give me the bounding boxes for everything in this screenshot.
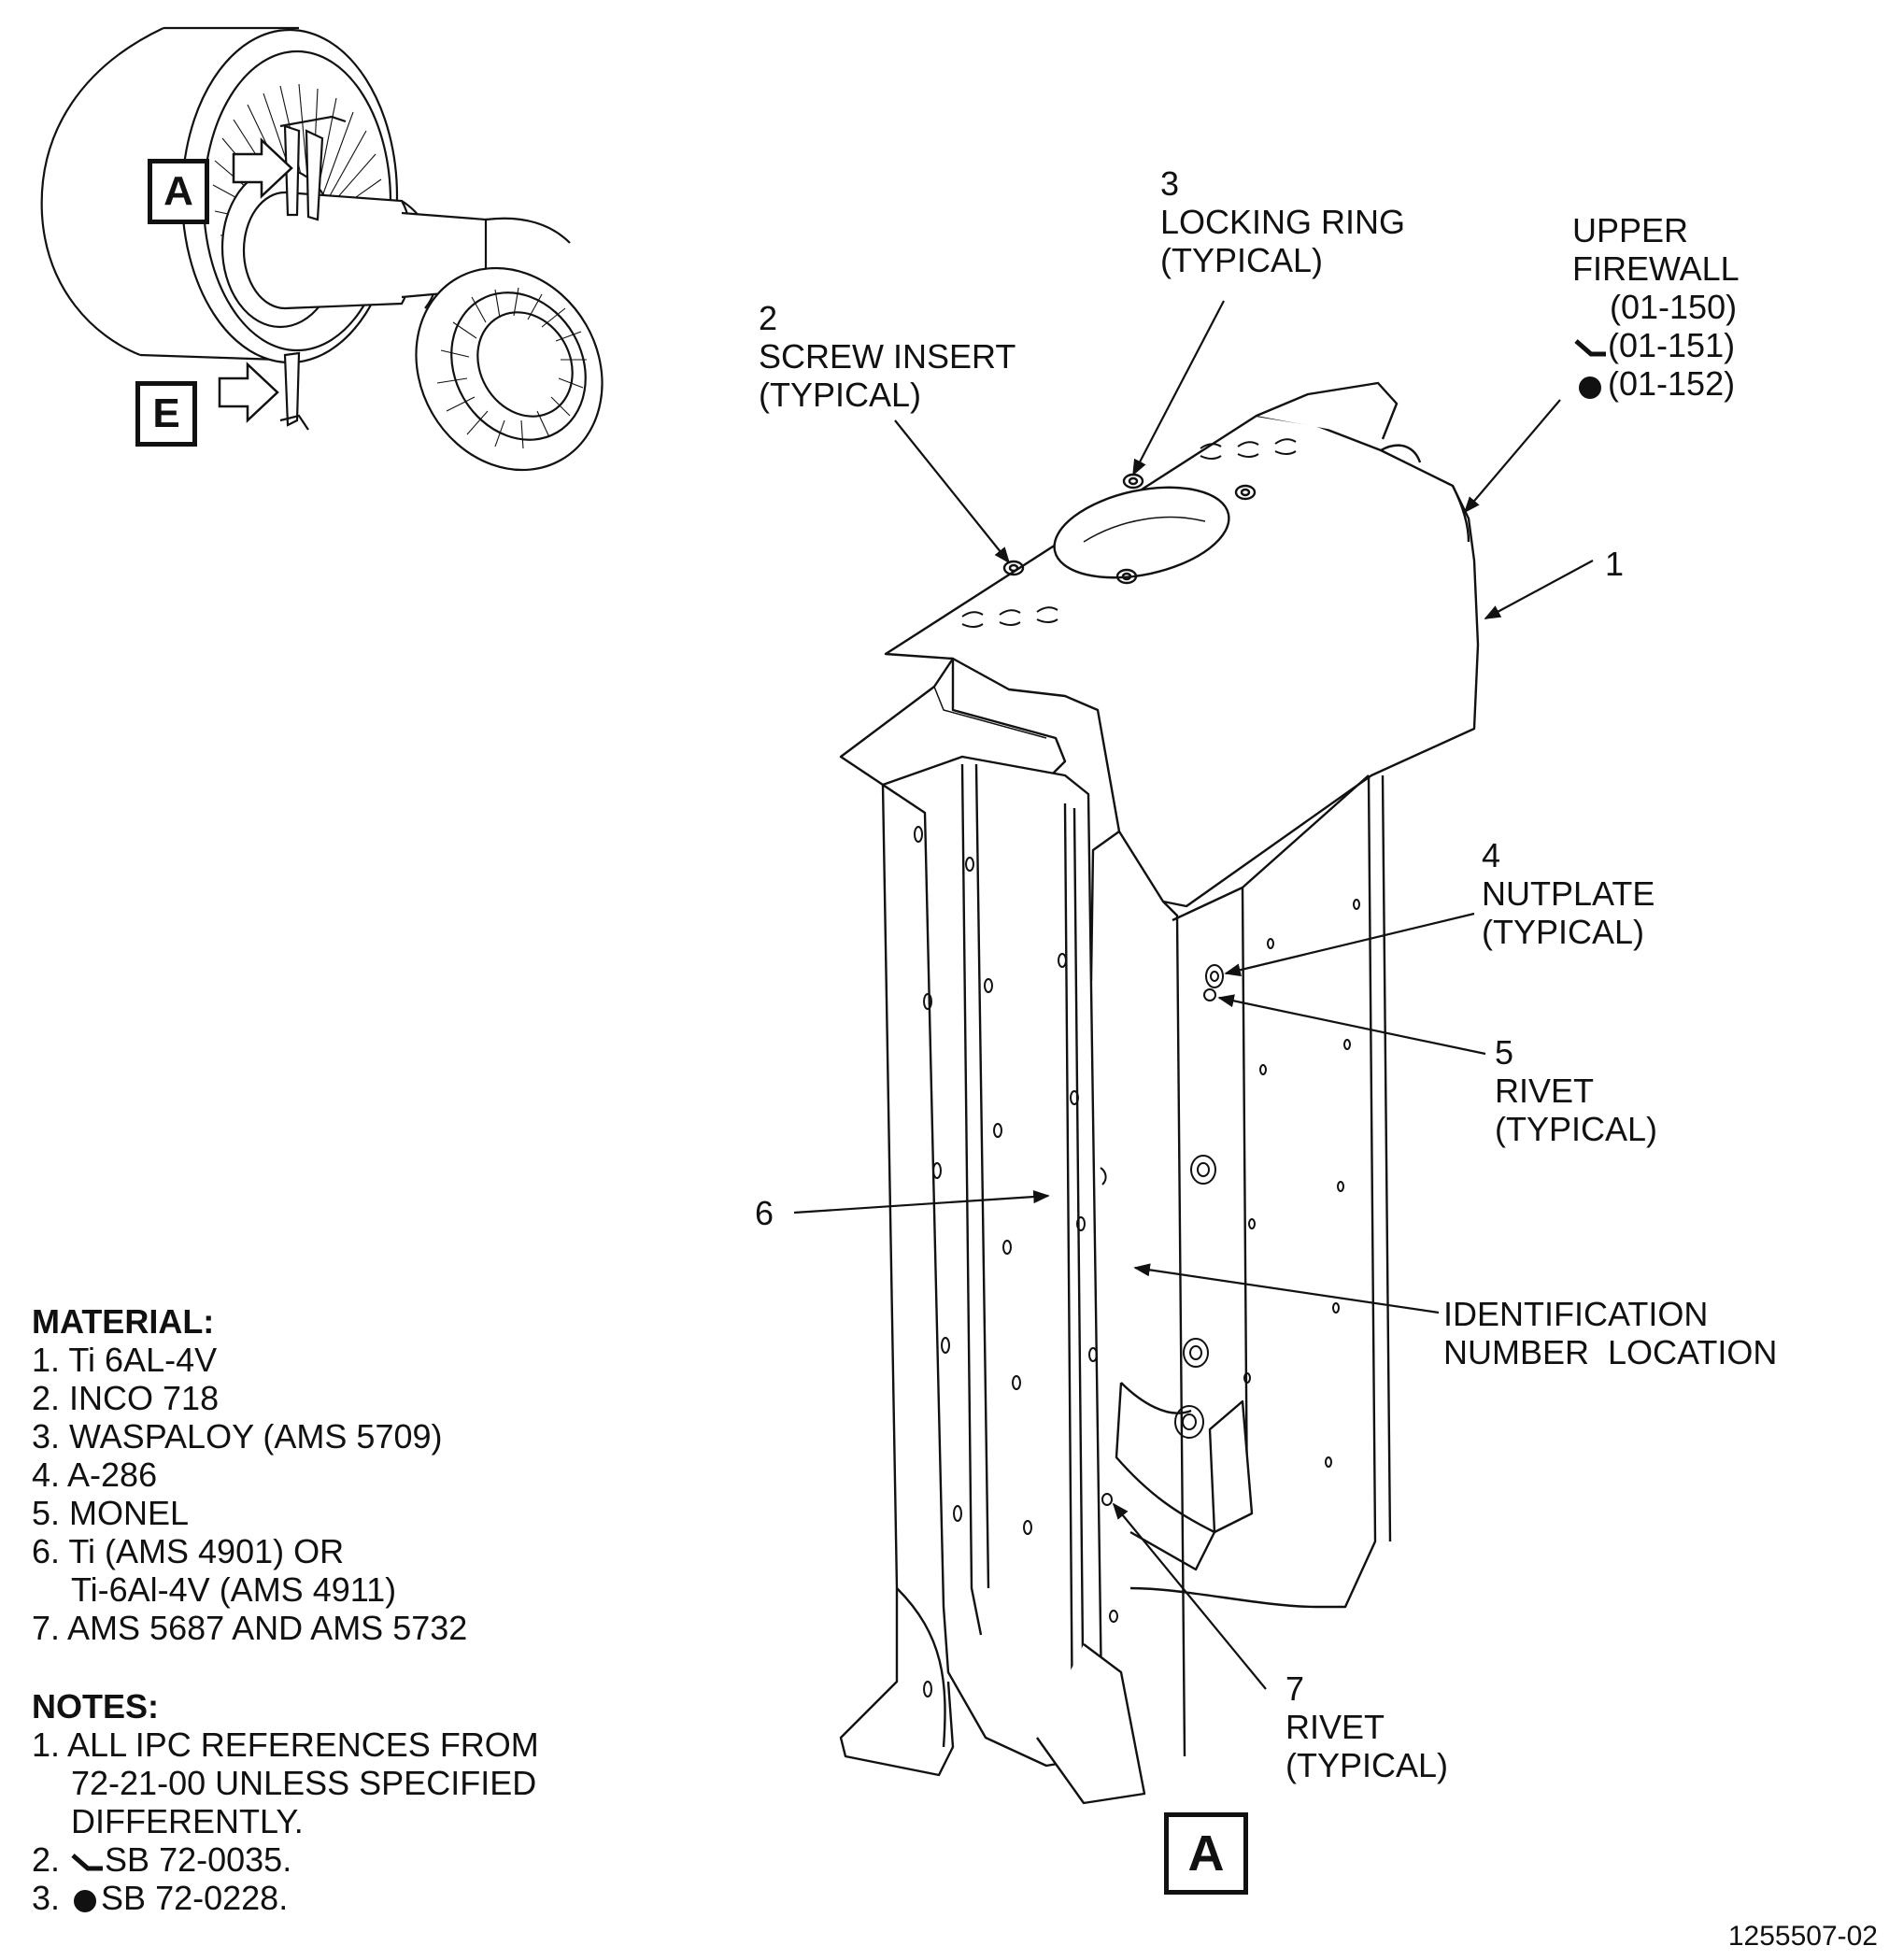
note-3: 3. SB 72-0228. [32,1879,539,1917]
callout-6-number: 6 [755,1194,774,1232]
callout-7-line2: (TYPICAL) [1285,1746,1449,1784]
note-3-text: SB 72-0228. [101,1879,289,1917]
note-1-line2: 72-21-00 UNLESS SPECIFIED [71,1764,537,1802]
sb-check-symbol-icon [1574,339,1606,357]
leader-3 [1132,300,1225,476]
callout-3-line2: (TYPICAL) [1160,241,1324,279]
leader-ident [1133,1263,1440,1314]
material-item: 1. Ti 6AL-4V [32,1341,218,1379]
callout-5: 5 RIVET (TYPICAL) [1495,1033,1657,1148]
material-list: MATERIAL: 1. Ti 6AL-4V 2. INCO 718 3. WA… [32,1302,467,1647]
leader-1 [1484,560,1594,619]
material-heading: MATERIAL: [32,1302,215,1341]
sb-check-symbol-icon [71,1853,104,1871]
notes-heading: NOTES: [32,1687,160,1726]
firewall-line1: UPPER [1572,211,1689,249]
firewall-line2: FIREWALL [1572,249,1740,288]
note-2-text: SB 72-0035. [105,1840,292,1879]
material-item: 5. MONEL [32,1494,190,1532]
callout-1: 1 [1605,545,1624,583]
view-e-box: E [135,381,197,447]
callout-4: 4 NUTPLATE (TYPICAL) [1482,836,1655,951]
note-3-prefix: 3. [32,1879,61,1917]
callout-ident: IDENTIFICATION NUMBER LOCATION [1443,1295,1777,1371]
material-item: 6. Ti (AMS 4901) OR [32,1532,345,1570]
callout-1-number: 1 [1605,545,1625,583]
view-label-a: A [1164,1812,1248,1895]
callout-2-number: 2 [759,299,778,337]
callout-7-line1: RIVET [1285,1708,1385,1746]
document-number: 1255507-02 [1727,1921,1878,1952]
callout-3-line1: LOCKING RING [1160,203,1406,241]
callout-3: 3 LOCKING RING (TYPICAL) [1160,164,1405,279]
engine-inset [40,26,604,472]
sb-dot-symbol-icon [1579,376,1601,400]
callout-2: 2 SCREW INSERT (TYPICAL) [759,299,1016,414]
view-a-box: A [148,159,209,224]
note-2-prefix: 2. [32,1840,61,1879]
note-2: 2. SB 72-0035. [32,1840,539,1879]
material-item: 7. AMS 5687 AND AMS 5732 [32,1609,468,1647]
leader-6 [793,1190,1050,1214]
material-item: 2. INCO 718 [32,1379,220,1417]
firewall-ref-3: (01-152) [1608,364,1736,403]
leader-lines [793,300,1594,1690]
callout-5-line2: (TYPICAL) [1495,1110,1658,1148]
sb-dot-symbol-icon [74,1890,97,1913]
material-item: 4. A-286 [32,1456,158,1494]
leader-4 [1224,912,1475,977]
callout-7: 7 RIVET (TYPICAL) [1285,1669,1448,1784]
material-item: 3. WASPALOY (AMS 5709) [32,1417,443,1456]
callout-7-number: 7 [1285,1669,1305,1708]
callout-4-line1: NUTPLATE [1482,874,1655,913]
note-1-line3: DIFFERENTLY. [71,1802,304,1840]
leader-2 [894,419,1011,564]
callout-4-line2: (TYPICAL) [1482,913,1645,951]
leader-7 [1112,1502,1267,1690]
firewall-ref-1: (01-150) [1610,288,1738,326]
callout-firewall: UPPER FIREWALL (01-150) (01-151) (01-152… [1572,211,1740,403]
upper-firewall-part [839,381,1480,1805]
ident-line2: NUMBER LOCATION [1443,1333,1778,1371]
callout-6: 6 [755,1194,774,1232]
ident-line1: IDENTIFICATION [1443,1295,1709,1333]
callout-4-number: 4 [1482,836,1501,874]
leader-firewall [1463,399,1561,514]
callout-5-number: 5 [1495,1033,1514,1072]
callout-5-line1: RIVET [1495,1072,1595,1110]
note-1-line1: 1. ALL IPC REFERENCES FROM [32,1726,539,1764]
firewall-ref-2: (01-151) [1608,326,1736,364]
leader-5 [1217,994,1486,1056]
material-item-continued: Ti-6Al-4V (AMS 4911) [71,1570,397,1609]
callout-3-number: 3 [1160,164,1180,203]
notes-list: NOTES: 1. ALL IPC REFERENCES FROM 72-21-… [32,1687,539,1917]
callout-2-line1: SCREW INSERT [759,337,1016,376]
callout-2-line2: (TYPICAL) [759,376,922,414]
